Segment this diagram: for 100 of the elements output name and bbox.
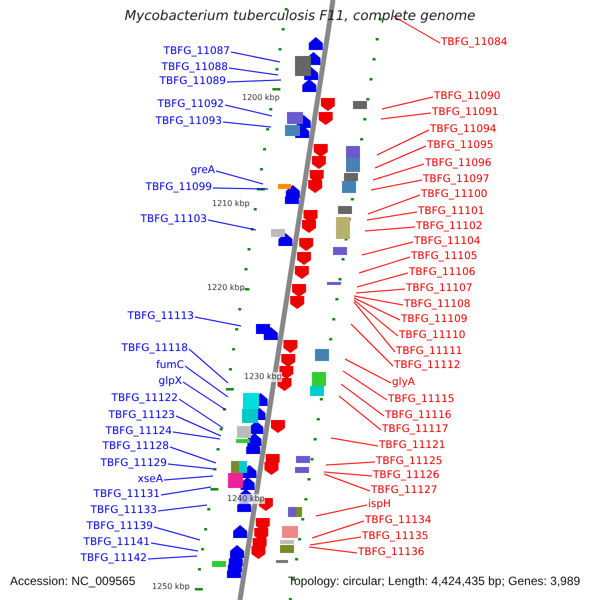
title: Mycobacterium tuberculosis F11, complete genome (124, 10, 476, 23)
leader-line (380, 112, 432, 120)
leader-line (368, 194, 420, 214)
leader-line (354, 302, 396, 352)
leader-line (212, 188, 268, 190)
leader-line (310, 536, 362, 546)
gene-label: fumC (156, 359, 184, 372)
leader-line (176, 416, 222, 436)
genome-info-text: Topology: circular; Length: 4,424,435 bp; Genes: 3,989 (288, 574, 580, 588)
gene-label: xseA (138, 473, 163, 486)
gene-label: TBFG_11126 (373, 469, 440, 482)
leader-line (364, 226, 416, 232)
leader-line (372, 164, 424, 180)
leader-line (324, 474, 370, 492)
gene-label: glpX (158, 375, 182, 388)
leader-line (312, 520, 364, 538)
gene-label: TBFG_11088 (162, 61, 228, 74)
leader-line (330, 438, 378, 446)
gene-label: TBFG_11100 (421, 188, 488, 201)
gene-label: TBFG_11125 (376, 455, 442, 468)
leader-line (326, 462, 376, 466)
gene-label: TBFG_11118 (122, 342, 188, 355)
tick-label: 1200 kbp (242, 93, 280, 103)
gene-label: TBFG_11092 (158, 98, 224, 111)
gene-label: TBFG_11111 (396, 345, 462, 358)
gene-label: TBFG_11104 (414, 235, 480, 248)
leader-line (222, 122, 272, 128)
gene-label: TBFG_11089 (160, 75, 226, 88)
gene-label: TBFG_11135 (362, 530, 428, 543)
leader-line (170, 446, 216, 464)
gene-label: TBFG_11110 (399, 329, 466, 342)
gene-label: TBFG_11141 (84, 536, 150, 549)
gene-label: TBFG_11108 (404, 298, 470, 311)
leader-line (376, 130, 430, 156)
leader-line (340, 384, 384, 416)
gene-label: TBFG_11136 (358, 546, 424, 559)
gene-label: TBFG_11087 (164, 45, 230, 58)
gene-label: greA (190, 164, 215, 177)
leader-line (158, 504, 208, 512)
leader-line (308, 546, 358, 554)
gene-label: glyA (392, 376, 415, 389)
leader-line (228, 68, 278, 76)
leader-line (208, 220, 256, 230)
leader-line (350, 324, 394, 366)
gene-label: TBFG_11101 (418, 205, 484, 218)
leader-line (370, 180, 422, 190)
gene-label: TBFG_11090 (434, 90, 500, 103)
gene-label: TBFG_11115 (388, 393, 454, 406)
gene-label: TBFG_11112 (394, 359, 460, 372)
leader-line (366, 212, 418, 220)
gene-label: TBFG_11131 (94, 488, 160, 501)
gene-label: TBFG_11106 (409, 266, 476, 279)
gene-label: TBFG_11113 (128, 310, 194, 323)
leader-line (392, 16, 440, 44)
leader-line (356, 288, 406, 294)
leader-line (184, 366, 228, 398)
leader-line (168, 464, 214, 470)
leader-line (362, 242, 414, 256)
tick-label: 1210 kbp (212, 199, 250, 209)
leader-line (354, 298, 400, 320)
gene-label: TBFG_11123 (108, 409, 175, 422)
leader-line (226, 80, 282, 82)
tick-label: 1230 kbp (244, 372, 282, 382)
leader-line (178, 398, 224, 428)
gene-label: TBFG_11097 (423, 173, 490, 186)
leader-line (316, 504, 368, 516)
tick-label: 1250 kbp (152, 582, 190, 592)
tick-label: 1220 kbp (207, 283, 245, 293)
leader-line (358, 256, 410, 274)
gene-label: TBFG_11095 (427, 139, 494, 152)
leader-line (230, 52, 280, 62)
leader-line (160, 486, 212, 496)
leader-line (148, 556, 198, 560)
gene-label: TBFG_11133 (90, 504, 157, 517)
gene-label: TBFG_11109 (401, 313, 468, 326)
gene-label: TBFG_11121 (379, 439, 446, 452)
leader-line (216, 170, 264, 184)
gene-label: TBFG_11124 (106, 425, 172, 438)
leader-line (342, 370, 388, 400)
gene-label: TBFG_11091 (432, 106, 498, 119)
gene-label: TBFG_11117 (382, 423, 448, 436)
leader-line (154, 526, 200, 540)
leader-line (356, 272, 408, 288)
leader-line (150, 542, 198, 552)
gene-label: TBFG_11103 (140, 213, 207, 226)
leader-line (188, 348, 228, 384)
leader-line (382, 96, 434, 110)
gene-label: TBFG_11116 (385, 409, 452, 422)
leader-line (374, 146, 426, 168)
tick-label: 1240 kbp (227, 494, 265, 504)
accession-text: Accession: NC_009565 (10, 574, 136, 588)
gene-label: TBFG_11096 (425, 157, 492, 170)
gene-label: TBFG_11139 (86, 520, 153, 533)
gene-label: TBFG_11122 (112, 392, 178, 405)
leader-line (194, 316, 242, 326)
gene-label: TBFG_11093 (156, 115, 222, 128)
leader-line (344, 358, 392, 384)
gene-label: TBFG_11127 (371, 484, 438, 497)
leader-line (324, 472, 372, 476)
gene-label: TBFG_11134 (365, 514, 432, 527)
